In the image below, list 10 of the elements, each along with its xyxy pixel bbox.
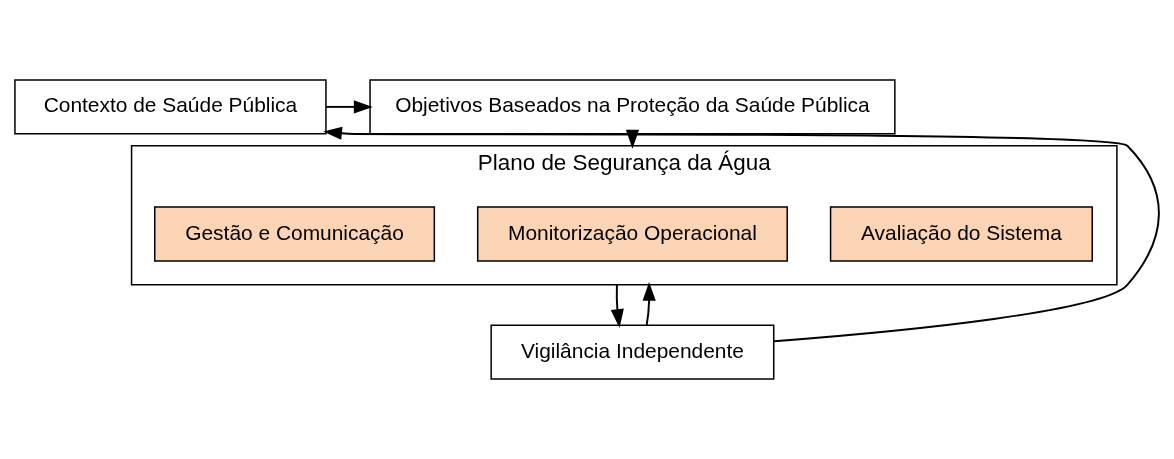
node-box: Monitorização Operacional [476, 206, 788, 262]
arrow [625, 129, 640, 149]
node-box: Vigilância Independente [490, 324, 775, 380]
arrow [642, 281, 656, 327]
node-box: Contexto de Saúde Pública [14, 79, 327, 135]
arrow [325, 100, 373, 114]
node-box: Gestão e Comunicação [154, 206, 436, 262]
arrow [610, 283, 624, 329]
arrow [323, 126, 1160, 343]
node-box: Avaliação do Sistema [829, 206, 1093, 262]
